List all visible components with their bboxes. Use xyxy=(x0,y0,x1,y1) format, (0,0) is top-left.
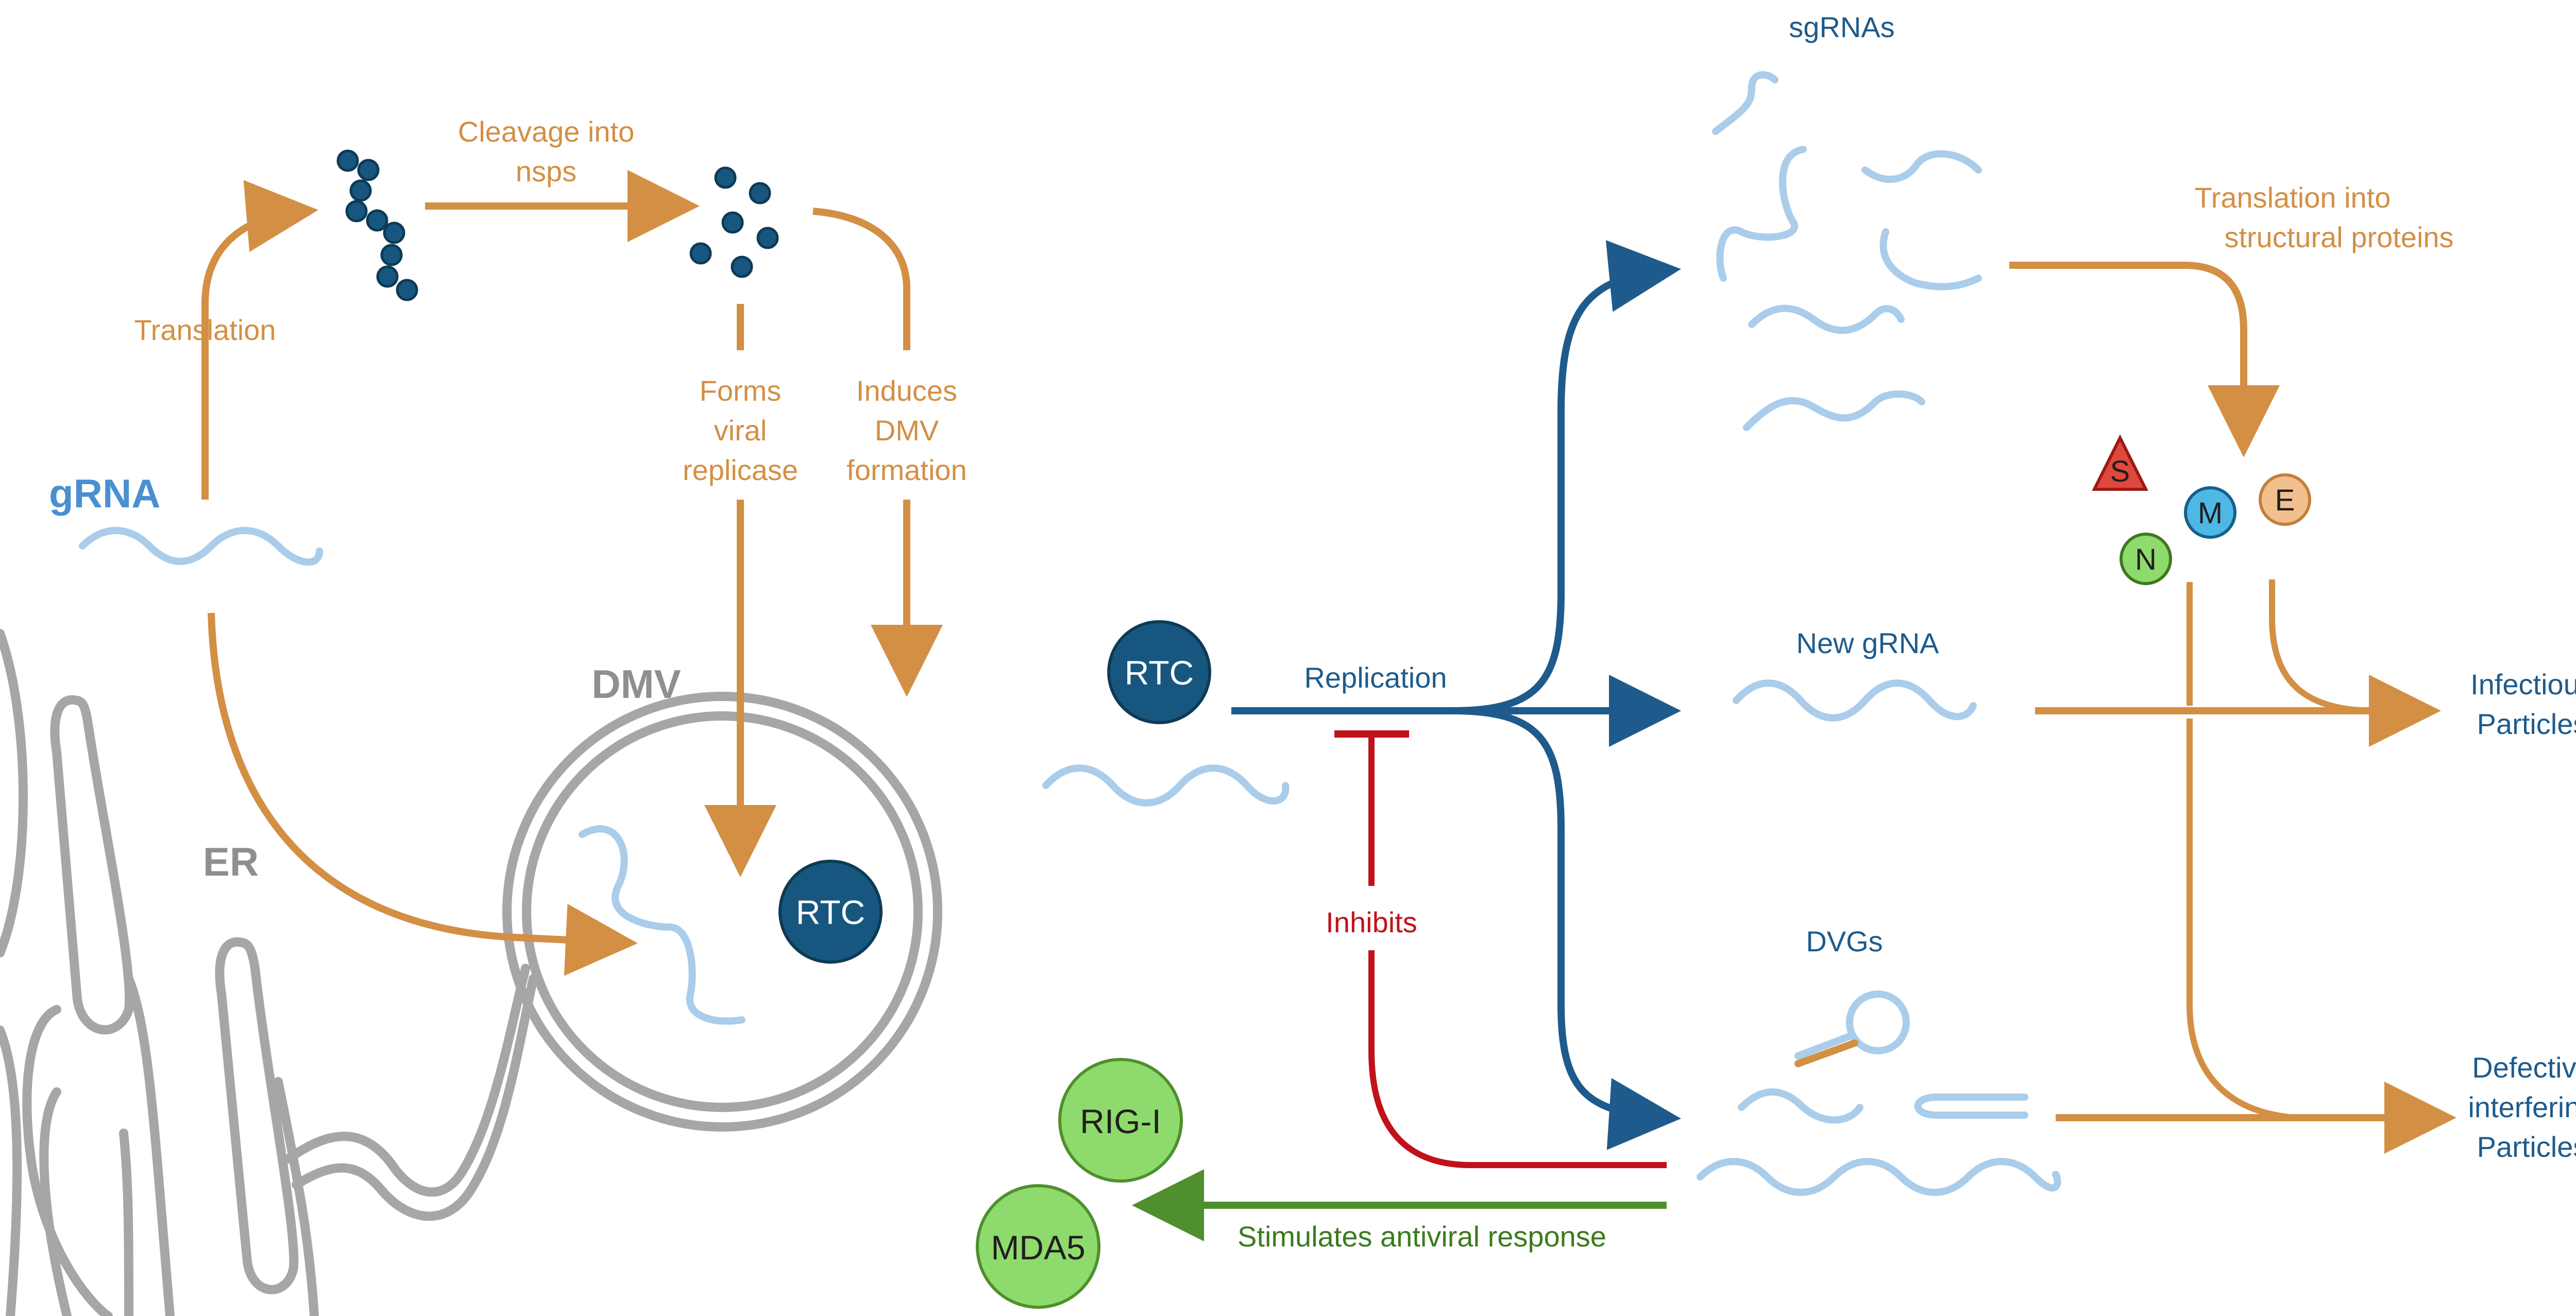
induces-label-line1: Induces xyxy=(856,374,957,407)
grna-strand xyxy=(79,527,323,566)
dip-label-line1: Defective xyxy=(2472,1051,2576,1084)
svg-text:S: S xyxy=(2110,455,2130,488)
protein-n-nucleocapsid: N xyxy=(2120,533,2172,585)
dvgs-label: DVGs xyxy=(1806,925,1883,958)
protein-e-envelope: E xyxy=(2259,473,2311,526)
sgrnas-label: sgRNAs xyxy=(1789,11,1894,43)
translation-proteins-line2: structural proteins xyxy=(2224,221,2453,253)
dmv-label: DMV xyxy=(591,661,681,707)
svg-text:MDA5: MDA5 xyxy=(991,1228,1085,1267)
nsps-cluster xyxy=(689,166,779,278)
dvg-strands xyxy=(1697,990,2061,1196)
new-grna-strand xyxy=(1733,679,1977,722)
er-label: ER xyxy=(203,839,259,884)
translation-arrow xyxy=(201,180,318,500)
forms-label-line3: replicase xyxy=(683,454,798,486)
grna-to-dmv-arrow xyxy=(208,612,638,976)
sgrna-strands xyxy=(1712,71,1982,431)
dip-label-line2: interfering xyxy=(2468,1091,2576,1123)
protein-m-membrane: M xyxy=(2184,486,2236,539)
svg-text:RIG-I: RIG-I xyxy=(1080,1102,1161,1140)
translation-proteins-line1: Translation into xyxy=(2195,181,2391,214)
induces-label-line2: DMV xyxy=(875,414,939,447)
forms-label-line2: viral xyxy=(714,414,767,447)
rtc-in-dmv: RTC xyxy=(778,860,883,964)
template-rna-strand xyxy=(1042,764,1290,807)
n-protein-line xyxy=(2187,582,2296,1121)
dmv-double-membrane xyxy=(502,692,942,1132)
rig-i-sensor: RIG-I xyxy=(1058,1058,1183,1183)
svg-text:N: N xyxy=(2135,543,2157,576)
grna-label: gRNA xyxy=(49,471,161,516)
branch-to-dvgs xyxy=(1452,707,1681,1150)
infectious-label-line2: Particles xyxy=(2477,708,2576,740)
svg-text:RTC: RTC xyxy=(1125,654,1194,692)
er-membrane xyxy=(0,629,538,1316)
svg-text:RTC: RTC xyxy=(796,893,865,931)
inhibits-label: Inhibits xyxy=(1326,906,1417,938)
cleavage-label-line2: nsps xyxy=(516,155,577,187)
forms-label-line1: Forms xyxy=(700,374,782,407)
polyprotein-chain xyxy=(336,149,418,301)
induces-dmv-arrow-top xyxy=(812,208,910,350)
rtc-right: RTC xyxy=(1107,620,1211,724)
svg-text:E: E xyxy=(2275,484,2295,517)
branch-to-sgrnas xyxy=(1452,240,1681,714)
protein-s-spike: S xyxy=(2092,434,2148,491)
stimulates-label: Stimulates antiviral response xyxy=(1238,1220,1606,1253)
svg-text:M: M xyxy=(2198,497,2223,530)
cleavage-label-line1: Cleavage into xyxy=(458,115,634,148)
inhibit-line xyxy=(1368,950,1667,1168)
e-protein-line xyxy=(2269,579,2376,714)
mda5-sensor: MDA5 xyxy=(976,1184,1100,1309)
translation-label: Translation xyxy=(134,314,276,346)
infectious-label-line1: Infectious xyxy=(2470,668,2576,700)
dip-label-line3: Particles xyxy=(2477,1131,2576,1163)
replication-label: Replication xyxy=(1304,661,1447,694)
new-grna-label: New gRNA xyxy=(1797,627,1940,659)
induces-label-line3: formation xyxy=(846,454,967,486)
translation-proteins-arrow xyxy=(2009,262,2280,457)
rna-strand-in-dmv xyxy=(579,825,745,1025)
